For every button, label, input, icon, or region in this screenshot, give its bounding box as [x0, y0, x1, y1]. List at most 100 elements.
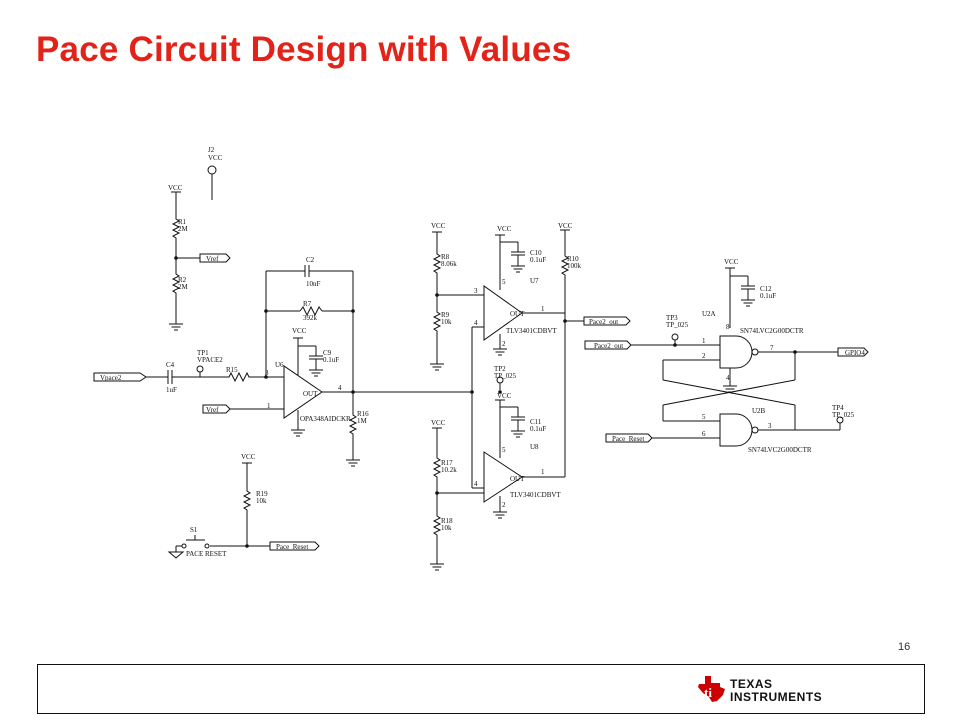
u7-label: U7 — [530, 277, 539, 285]
page-number: 16 — [898, 641, 911, 653]
pace-reset-flag-left: Pace_Reset — [276, 543, 308, 551]
r7-label: R7 — [303, 300, 312, 308]
ti-symbol: ti — [704, 685, 712, 700]
c9-value: 0.1uF — [323, 356, 339, 364]
u2b-pin3: 3 — [768, 422, 772, 430]
c2-label: C2 — [306, 256, 315, 264]
u8-out: OUT — [510, 475, 525, 483]
u2b-pin5: 5 — [702, 413, 706, 421]
vcc-label-u7: VCC — [497, 225, 512, 233]
vref-flag-top: Vref — [206, 255, 219, 263]
s1-caption: PACE RESET — [186, 550, 227, 558]
slide-title: Pace Circuit Design with Values — [36, 30, 572, 69]
r18-value: 10k — [441, 524, 452, 532]
vcc-label-r17: VCC — [431, 419, 446, 427]
r19-label: R19 — [256, 490, 268, 498]
tp3-label: TP3 — [666, 314, 678, 322]
u8-pin2: 2 — [502, 501, 506, 509]
u2b-part: SN74LVC2G00DCTR — [748, 446, 812, 454]
r2-value: 2M — [178, 283, 189, 291]
u6-out: OUT — [303, 390, 318, 398]
r8-value: 8.06k — [441, 260, 457, 268]
vcc-label-r19: VCC — [241, 453, 256, 461]
r16-label: R16 — [357, 410, 369, 418]
u2a-label: U2A — [702, 310, 716, 318]
u2a-part: SN74LVC2G00DCTR — [740, 327, 804, 335]
c12-label: C12 — [760, 285, 772, 293]
u6-part: OPA348AIDCKR — [300, 415, 351, 423]
c12-value: 0.1uF — [760, 292, 776, 300]
tp2-label: TP2 — [494, 365, 506, 373]
u7-pin3: 3 — [474, 287, 478, 295]
vpace2-flag: Vpace2 — [100, 374, 122, 382]
gpio4-flag: GPIO4 — [845, 349, 865, 357]
r10-label: R10 — [567, 255, 579, 263]
vcc-label-r10: VCC — [558, 222, 573, 230]
pace-reset-flag-latch: Pace_Reset — [612, 435, 644, 443]
component-labels: J2 VCC VCC R1 2M R2 2M Vref C2 10nF R7 3… — [100, 146, 865, 558]
u7-pin5: 5 — [502, 278, 506, 286]
u2b-pin6: 6 — [702, 430, 706, 438]
r15-label: R15 — [226, 366, 238, 374]
wires — [93, 165, 869, 571]
vcc-label-u2: VCC — [724, 258, 739, 266]
j2-vcc-label: VCC — [208, 154, 223, 162]
c11-value: 0.1uF — [530, 425, 546, 433]
r18-label: R18 — [441, 517, 453, 525]
u7-part: TLV3401CDBVT — [506, 327, 557, 335]
c2-value: 10nF — [306, 280, 321, 288]
junction-dots — [174, 256, 797, 548]
u2a-pin4: 4 — [726, 374, 730, 382]
u7-pin4: 4 — [474, 319, 478, 327]
footer-bar: ti TEXAS INSTRUMENTS — [37, 664, 925, 714]
logo-line2: INSTRUMENTS — [730, 690, 823, 704]
r10-value: 100k — [567, 262, 582, 270]
pace2-out-flag-right: Pace2_out — [589, 318, 618, 326]
r16-value: 1M — [357, 417, 368, 425]
c9-label: C9 — [323, 349, 332, 357]
u2a-pin8: 8 — [726, 323, 730, 331]
logo-line1: TEXAS — [730, 677, 773, 691]
c11-label: C11 — [530, 418, 542, 426]
r8-label: R8 — [441, 253, 450, 261]
c10-label: C10 — [530, 249, 542, 257]
j2-label: J2 — [208, 146, 215, 154]
u8-pin5: 5 — [502, 446, 506, 454]
r7-value: 392k — [303, 314, 318, 322]
r19-value: 10k — [256, 497, 267, 505]
texas-state-icon: ti — [698, 676, 725, 702]
tp1-label: TP1 — [197, 349, 209, 357]
vref-flag-u6: Vref — [206, 406, 219, 414]
vcc-label-r8: VCC — [431, 222, 446, 230]
pace-circuit-schematic: J2 VCC VCC R1 2M R2 2M Vref C2 10nF R7 3… — [93, 146, 869, 571]
r17-value: 10.2k — [441, 466, 457, 474]
tp4-label: TP4 — [832, 404, 844, 412]
vcc-label-r1: VCC — [168, 184, 183, 192]
u6-label: U6 — [275, 361, 284, 369]
u6-pin4: 4 — [338, 384, 342, 392]
u2a-pin7: 7 — [770, 344, 774, 352]
s1-label: S1 — [190, 526, 198, 534]
r2-label: R2 — [178, 276, 187, 284]
u2a-pin2: 2 — [702, 352, 706, 360]
vcc-label-u6: VCC — [292, 327, 307, 335]
r1-label: R1 — [178, 218, 187, 226]
u7-out: OUT — [510, 310, 525, 318]
r17-label: R17 — [441, 459, 453, 467]
u8-part: TLV3401CDBVT — [510, 491, 561, 499]
tp3-value: TP_025 — [666, 321, 689, 329]
tp2-value: TP_025 — [494, 372, 517, 380]
tp4-value: TP_025 — [832, 411, 855, 419]
tp1-value: VPACE2 — [197, 356, 223, 364]
c10-value: 0.1uF — [530, 256, 546, 264]
u2b-label: U2B — [752, 407, 766, 415]
ti-logo: ti TEXAS INSTRUMENTS — [696, 674, 822, 706]
u2a-pin1: 1 — [702, 337, 706, 345]
r1-value: 2M — [178, 225, 189, 233]
r9-label: R9 — [441, 311, 450, 319]
c4-value: 1uF — [166, 386, 177, 394]
u6-pin3: 3 — [265, 369, 269, 377]
r9-value: 10k — [441, 318, 452, 326]
u8-label: U8 — [530, 443, 539, 451]
u7-pin2: 2 — [502, 340, 506, 348]
